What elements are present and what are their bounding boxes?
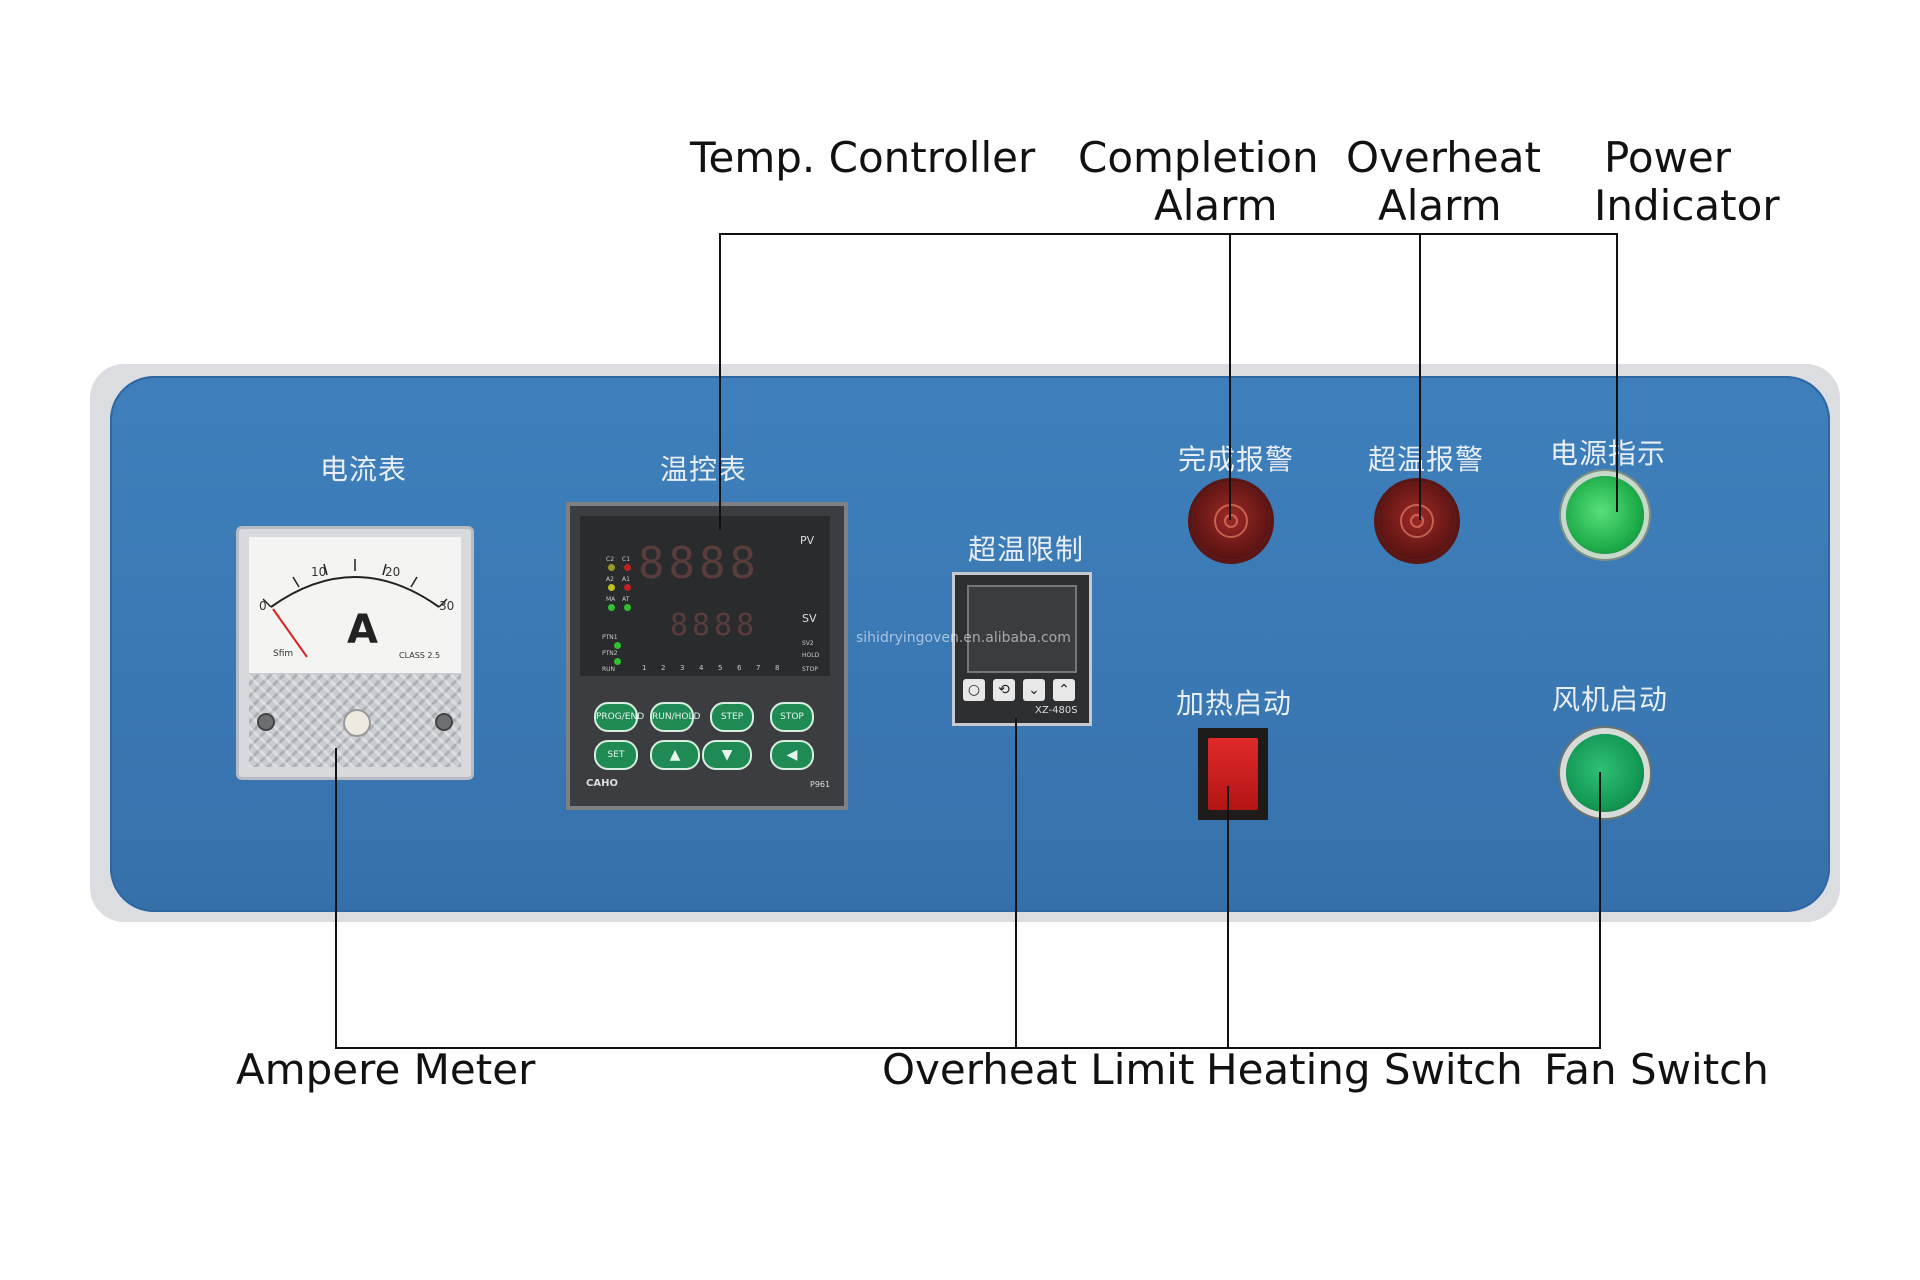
stop-button[interactable]: STOP — [770, 702, 814, 732]
up-button[interactable]: ▲ — [650, 740, 700, 770]
callout-overheat-alarm-line2: Alarm — [1378, 181, 1502, 230]
down-button[interactable]: ▼ — [702, 740, 752, 770]
led-indicator — [614, 642, 621, 649]
controller-display: 8888 PV 8888 SV C2 C1 A2 A1 MA AT PTN1 P… — [580, 516, 830, 676]
led-indicator — [624, 564, 631, 571]
zero-adjust-knob[interactable] — [343, 709, 371, 737]
led-label: RUN — [602, 666, 616, 673]
ammeter-base — [249, 673, 461, 767]
limit-model: XZ-480S — [1035, 705, 1078, 716]
heating-switch[interactable] — [1198, 728, 1268, 820]
overheat-limit-controller: ○ ⟲ ⌄ ⌃ XZ-480S — [952, 572, 1092, 726]
panel-label-fan: 风机启动 — [1552, 683, 1669, 716]
step-number: 7 — [756, 664, 761, 672]
panel-label-completion-alarm: 完成报警 — [1178, 443, 1295, 476]
led-indicator — [608, 604, 615, 611]
watermark-text: sihidryingoven.en.alibaba.com — [856, 630, 1071, 646]
set-button[interactable]: SET — [594, 740, 638, 770]
callout-heating-switch: Heating Switch — [1206, 1045, 1523, 1094]
scale-label: 30 — [439, 599, 455, 613]
callout-temp-controller: Temp. Controller — [690, 133, 1036, 182]
ammeter-brand: Sfim — [273, 649, 294, 659]
ammeter-dial: 0 10 20 30 A Sfim CLASS 2.5 — [249, 537, 461, 673]
callout-overheat-alarm-line1: Overheat — [1346, 133, 1541, 182]
ammeter-class: CLASS 2.5 — [399, 651, 441, 660]
step-number: 5 — [718, 664, 723, 672]
callout-ampere-meter: Ampere Meter — [236, 1045, 536, 1094]
step-number: 3 — [680, 664, 685, 672]
led-label: AT — [622, 596, 630, 603]
step-number: 4 — [699, 664, 704, 672]
callout-power-indicator-line2: Indicator — [1594, 181, 1780, 230]
temperature-controller: 8888 PV 8888 SV C2 C1 A2 A1 MA AT PTN1 P… — [566, 502, 848, 810]
led-indicator — [624, 604, 631, 611]
overheat-alarm-buzzer — [1378, 482, 1456, 560]
panel-label-power: 电源指示 — [1550, 437, 1667, 470]
limit-display — [967, 585, 1077, 673]
led-label: MA — [606, 596, 616, 603]
step-number: 2 — [661, 664, 666, 672]
right-label: SV2 — [802, 640, 814, 647]
ammeter-needle — [272, 608, 308, 658]
callout-overheat-limit: Overheat Limit — [882, 1045, 1195, 1094]
led-indicator — [608, 584, 615, 591]
callout-power-indicator-line1: Power — [1604, 133, 1731, 182]
ammeter-scale — [262, 559, 448, 658]
right-label: HOLD — [802, 652, 820, 659]
ammeter-unit: A — [347, 607, 378, 653]
led-indicator — [614, 658, 621, 665]
fan-switch-button[interactable] — [1566, 734, 1644, 812]
led-label: C1 — [622, 556, 631, 563]
limit-key[interactable]: ⟲ — [993, 679, 1015, 701]
sv-digits: 8888 — [670, 608, 759, 643]
callout-completion-alarm-line1: Completion — [1078, 133, 1319, 182]
power-indicator-lamp — [1566, 476, 1644, 554]
heating-switch-rocker[interactable] — [1208, 738, 1258, 810]
sv-label: SV — [802, 612, 817, 625]
leader-line — [335, 748, 1601, 1049]
screw-icon — [257, 713, 275, 731]
scale-label: 10 — [311, 565, 327, 579]
limit-key[interactable]: ⌃ — [1053, 679, 1075, 701]
leader-line — [719, 233, 1618, 530]
left-button[interactable]: ◀ — [770, 740, 814, 770]
pv-digits: 8888 — [638, 538, 760, 589]
led-label: A2 — [606, 576, 614, 583]
ampere-meter: 0 10 20 30 A Sfim CLASS 2.5 — [236, 526, 474, 780]
led-label: PTN1 — [602, 634, 618, 641]
screw-icon — [435, 713, 453, 731]
led-indicator — [608, 564, 615, 571]
panel-label-ammeter: 电流表 — [320, 453, 408, 486]
limit-key[interactable]: ⌄ — [1023, 679, 1045, 701]
step-button[interactable]: STEP — [710, 702, 754, 732]
panel-label-controller: 温控表 — [660, 453, 748, 486]
callout-fan-switch: Fan Switch — [1544, 1045, 1769, 1094]
scale-label: 20 — [385, 565, 401, 579]
led-indicator — [624, 584, 631, 591]
panel-label-overheat-alarm: 超温报警 — [1368, 443, 1485, 476]
led-label: C2 — [606, 556, 615, 563]
scale-label: 0 — [259, 599, 267, 613]
callout-completion-alarm-line2: Alarm — [1154, 181, 1278, 230]
run-hold-button[interactable]: RUN/HOLD — [650, 702, 700, 732]
controller-brand: CAHO — [586, 778, 618, 789]
controller-model: P961 — [810, 780, 831, 789]
prog-end-button[interactable]: PROG/END — [594, 702, 644, 732]
right-label: STOP — [802, 666, 818, 673]
led-label: PTN2 — [602, 650, 618, 657]
pv-label: PV — [800, 534, 815, 547]
panel-label-limit: 超温限制 — [968, 533, 1085, 566]
limit-key[interactable]: ○ — [963, 679, 985, 701]
step-number: 1 — [642, 664, 647, 672]
panel-label-heating: 加热启动 — [1176, 687, 1293, 720]
step-number: 6 — [737, 664, 742, 672]
led-label: A1 — [622, 576, 630, 583]
step-number: 8 — [775, 664, 780, 672]
